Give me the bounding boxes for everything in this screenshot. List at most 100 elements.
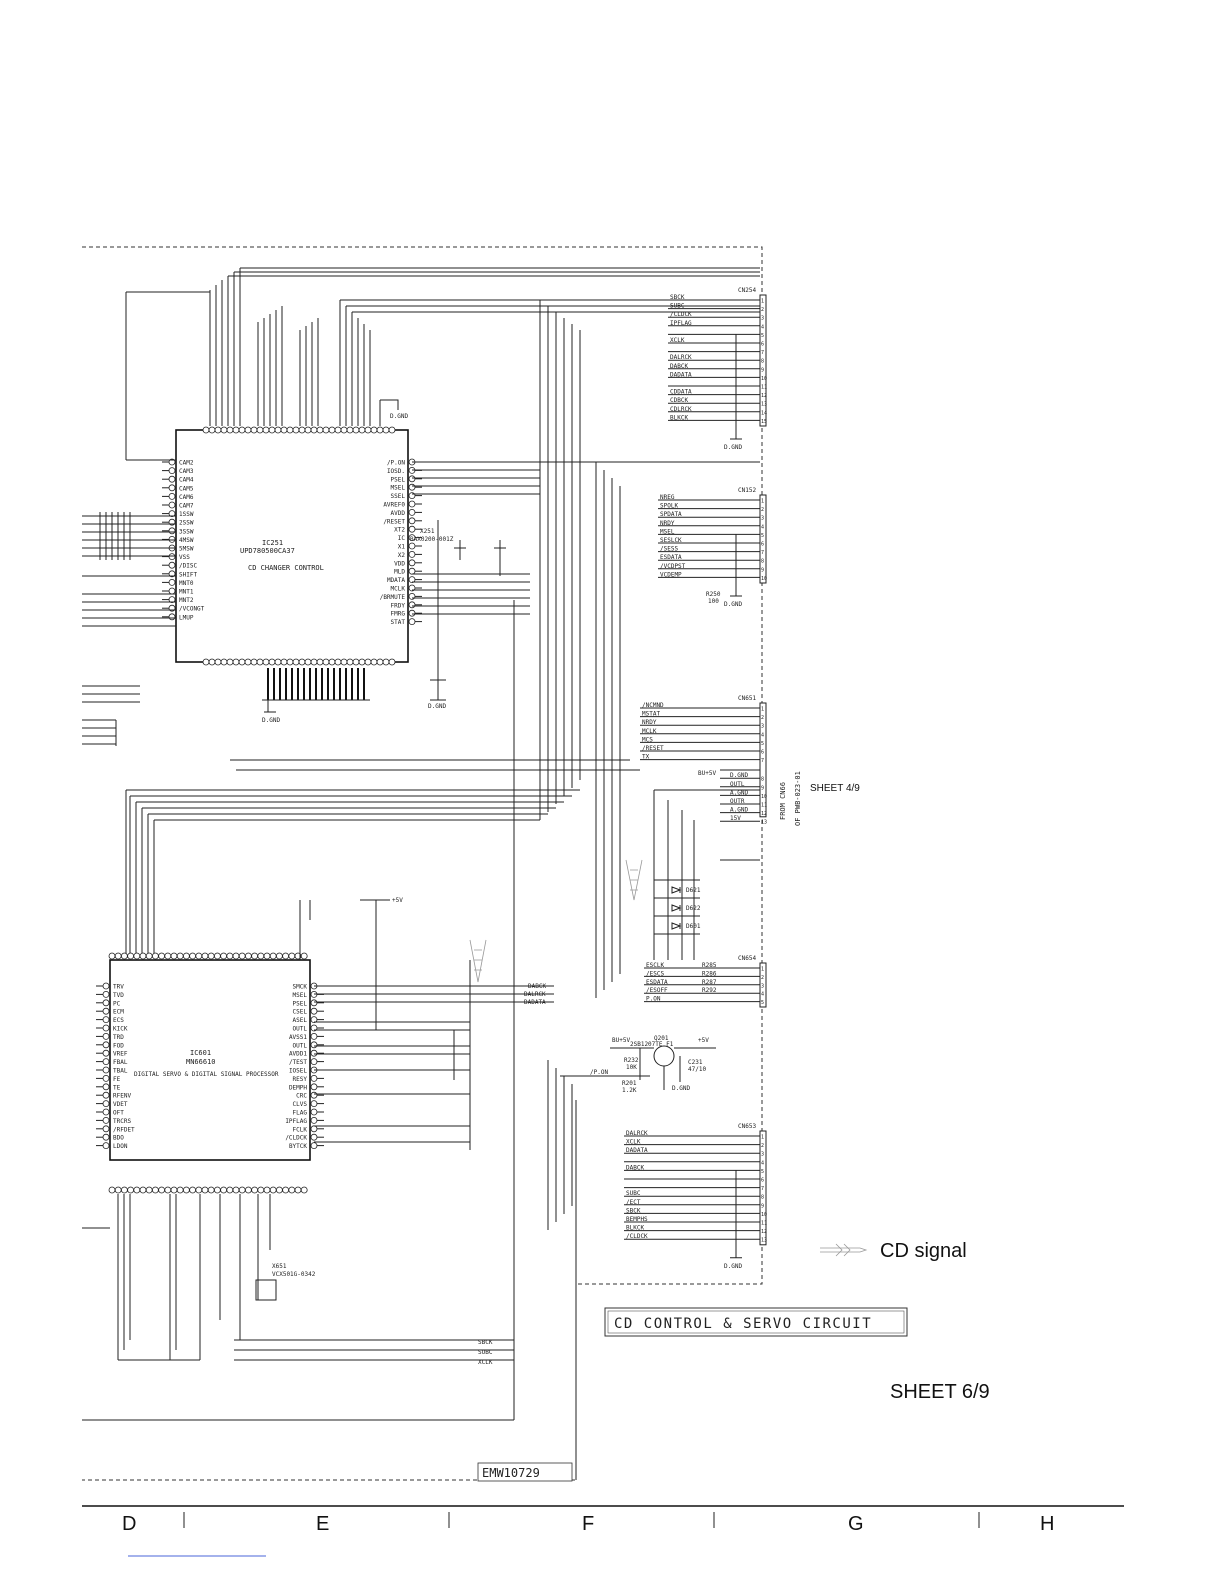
pin-marker [102,1041,110,1049]
pin-marker [168,579,176,586]
pin-marker [168,467,176,475]
pin-label: CAM3 [179,468,194,475]
pin-marker [310,1100,318,1107]
pin-marker [102,1091,110,1099]
pin-marker [102,1049,110,1057]
pin-label: /P.ON [387,460,405,467]
pin-label: BDO [113,1135,124,1142]
pin-marker [232,658,240,666]
q201-part: 2SB1207TE F1 [630,1041,674,1048]
pin-label: 4MSW [179,537,194,544]
pin-marker [408,517,416,525]
gnd-wire [730,334,742,440]
connector-signal: SUBC [626,1190,641,1197]
pin-marker [226,1186,234,1194]
pin-marker [220,426,228,434]
connector-pin-number: 2 [761,1143,764,1149]
pin-marker [220,952,228,960]
pin-marker [114,952,122,960]
cn152-gnd: D.GND [724,601,742,608]
pin-marker [168,475,176,483]
pin-label: BYTCK [289,1143,307,1150]
q201-r201: R201 [622,1080,637,1087]
pin-marker [139,1186,147,1194]
pin-marker [408,534,416,541]
pin-label: 3SSW [179,528,194,535]
pin-label: ECS [113,1017,124,1024]
pin-marker [244,1186,252,1194]
pin-marker [263,952,271,960]
ic251-bottom-bus [262,668,370,713]
pin-marker [408,525,416,533]
connector-signal: A.GND [730,807,748,814]
pin-marker [251,952,259,960]
connector-pin-number: 13 [761,402,767,408]
pin-marker [358,658,366,666]
diode-ref: D621 [686,887,701,894]
pin-label: VDD [394,560,405,567]
diode-ref: D622 [686,905,701,912]
pin-marker [310,1091,318,1099]
cn654-ref: CN654 [738,955,756,962]
pin-marker [328,658,336,666]
pin-label: TE [113,1084,121,1091]
pin-marker [388,658,396,666]
pin-label: LMUP [179,614,194,621]
connector-pin-number: 11 [761,385,767,391]
connector-pin-number: 2 [761,507,764,513]
pin-marker [207,952,215,960]
pin-marker [226,426,234,434]
q201-c231: C231 [688,1059,703,1066]
connector-signal: /ESCS [646,970,664,977]
connector-pin-number: 5 [761,333,764,339]
pin-marker [376,426,384,434]
connector-pin-number: 2 [761,307,764,313]
pin-label: FE [113,1076,121,1083]
pin-marker [102,1058,110,1065]
column-label: E [316,1513,329,1535]
drawing-number: EMW10729 [482,1466,540,1480]
pin-label: MNT0 [179,580,194,587]
pin-label: TBAL [113,1068,128,1075]
pin-label: IC [398,535,406,542]
connector-pin-number: 6 [761,542,764,548]
pin-marker [182,1186,190,1194]
pin-marker [310,1125,318,1133]
pin-marker [226,658,234,666]
ic251-part: UPD780500CA37 [240,547,295,555]
pin-marker [238,426,246,434]
connector-pin-number: 7 [761,1186,764,1192]
connector-signal: SPOLK [660,503,678,510]
diode-ref: D601 [686,923,701,930]
pin-marker [334,426,342,434]
connector-signal: BLKCK [670,414,688,421]
net-dabck: DABCK [528,983,546,990]
pin-label: CAM6 [179,494,194,501]
pin-label: AVREF0 [383,502,405,509]
pin-marker [316,658,324,666]
connector-signal: XCLK [626,1139,641,1146]
pin-marker [168,501,176,509]
pin-label: RESY [293,1076,308,1083]
pin-marker [300,1186,308,1194]
pin-marker [256,658,264,666]
connector-pin-number: 14 [761,410,767,416]
ic601-ref: IC601 [190,1049,211,1057]
pin-marker [346,658,354,666]
pin-marker [195,952,203,960]
pin-marker [168,553,176,560]
cn653-gnd: D.GND [724,1263,742,1270]
pin-marker [170,1186,178,1194]
pin-marker [288,952,296,960]
pin-marker [121,952,128,960]
ic251-function: CD CHANGER CONTROL [248,564,324,572]
gnd-wire [730,534,742,597]
pin-marker [310,1075,318,1082]
pin-marker [282,1186,290,1194]
pin-marker [202,658,210,666]
pin-label: MCLK [391,586,406,593]
pin-label: VREF [113,1051,128,1058]
pin-marker [213,1186,221,1194]
pin-label: TRD [113,1034,124,1041]
